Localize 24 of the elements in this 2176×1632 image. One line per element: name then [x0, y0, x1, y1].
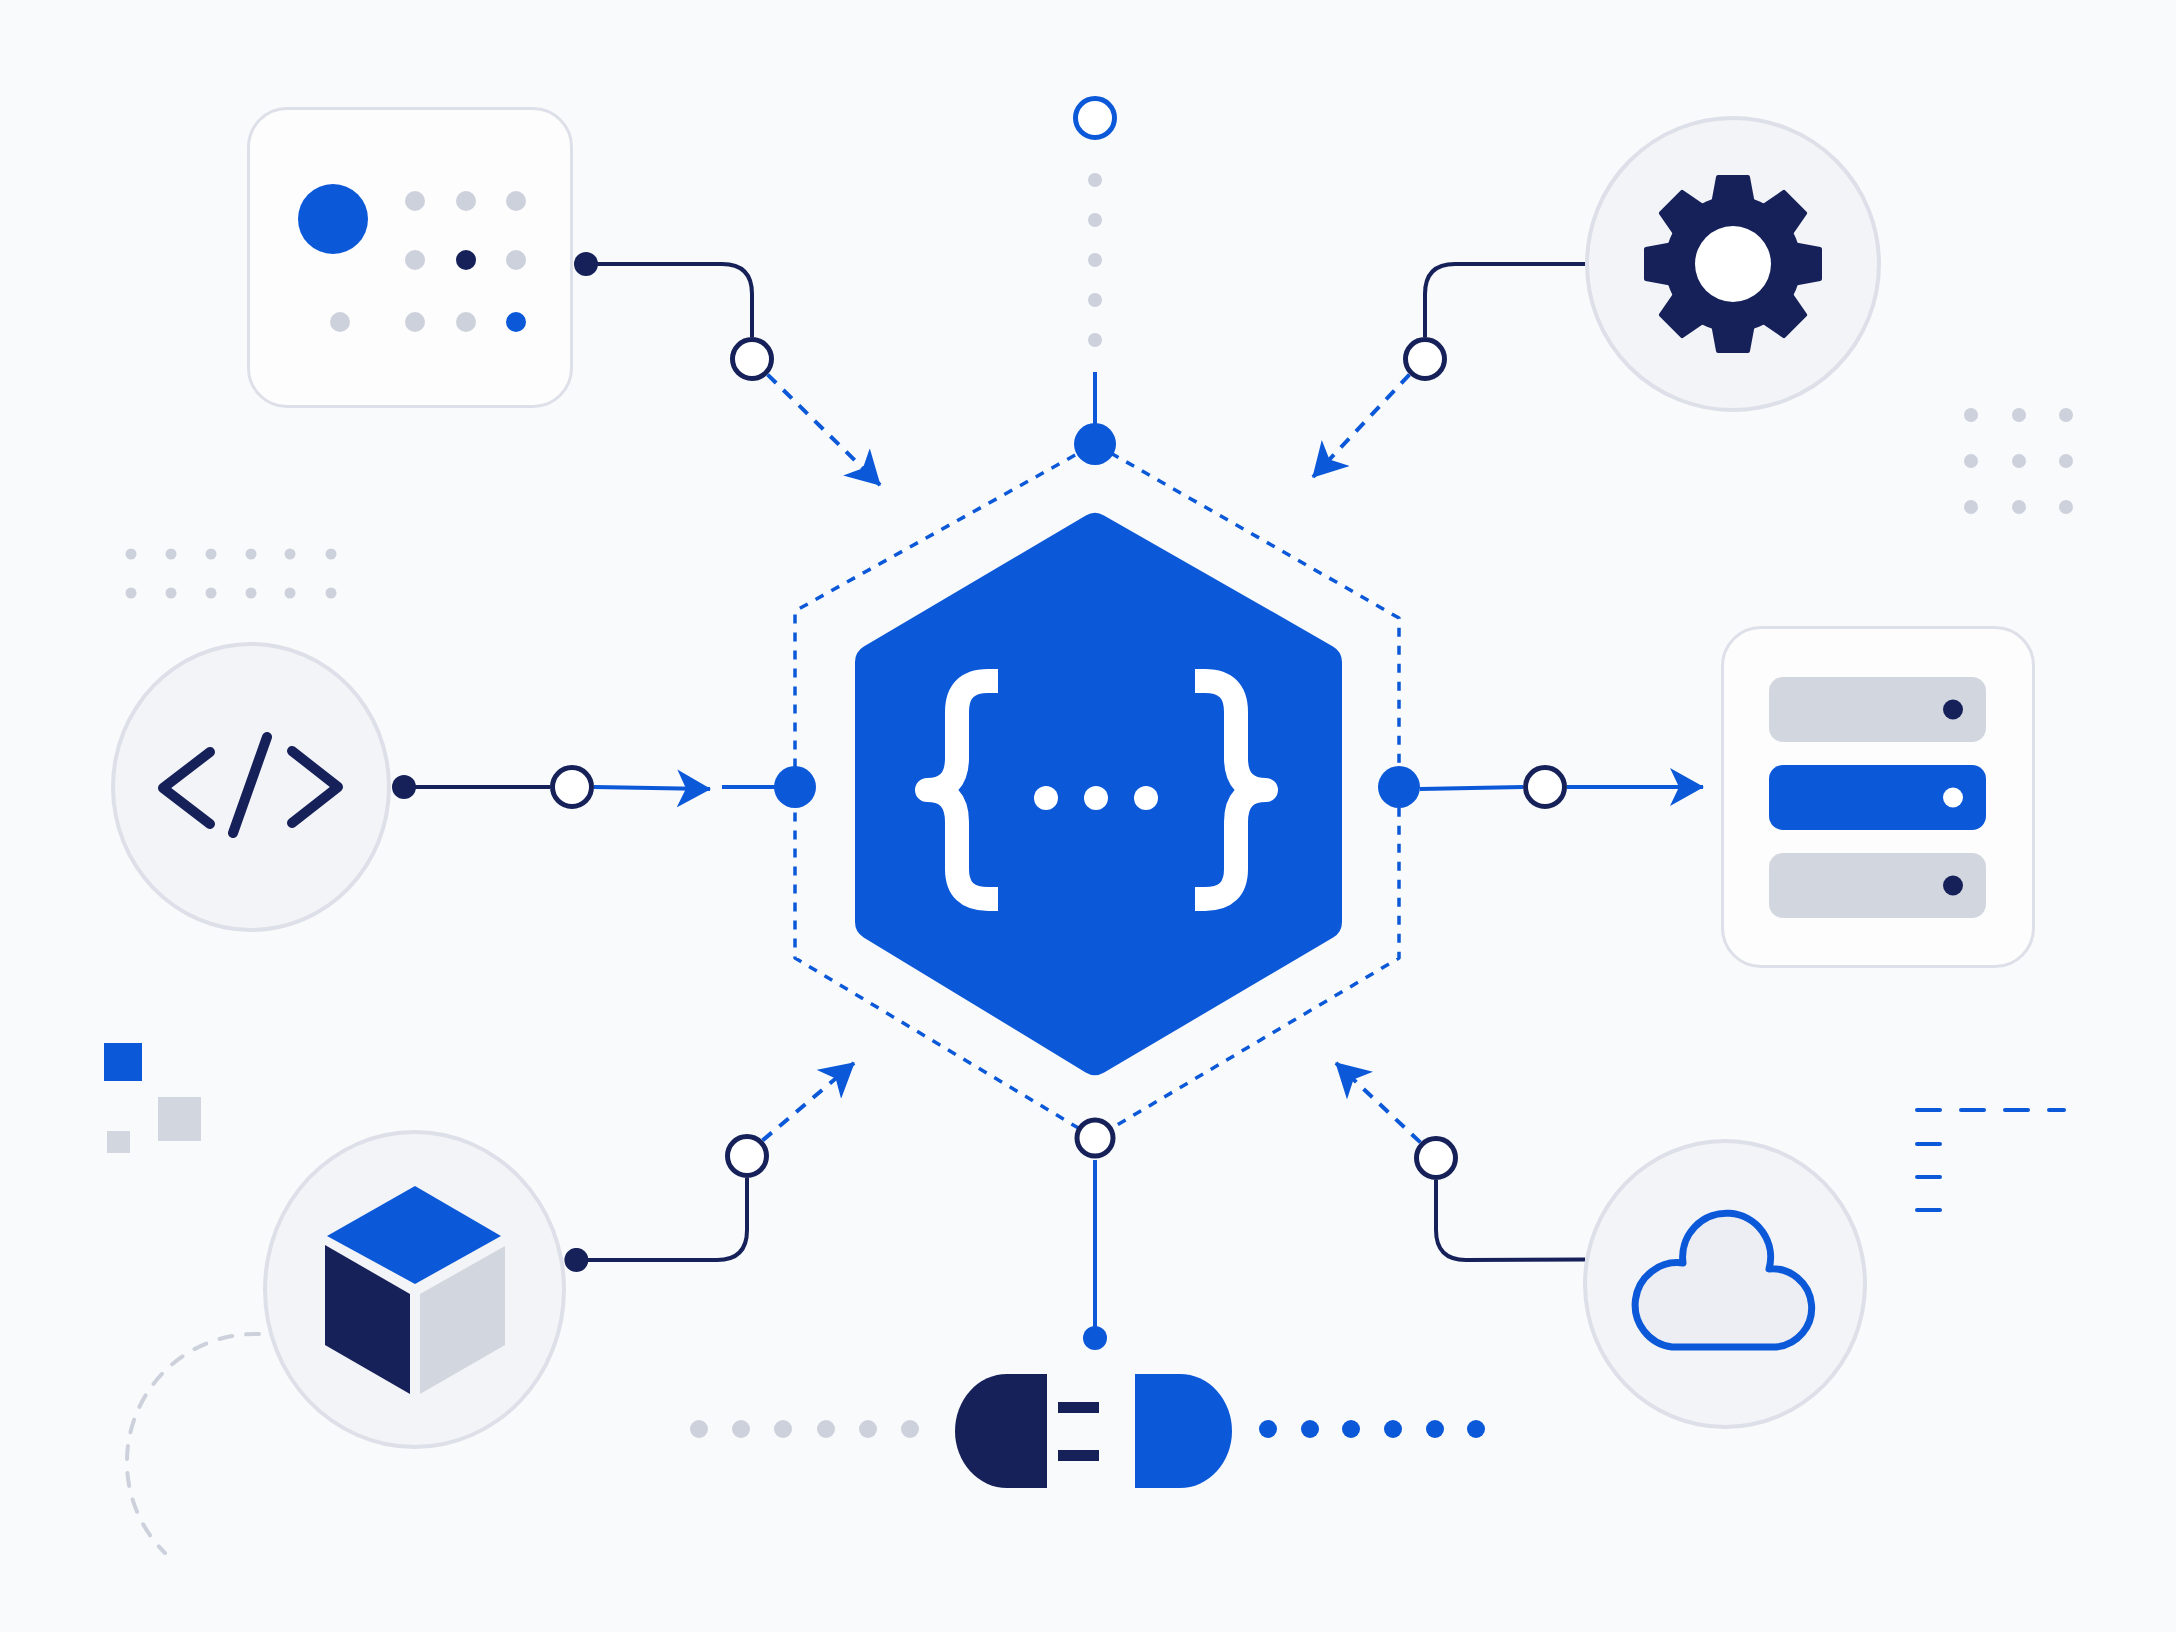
plug-icon — [955, 1374, 1232, 1488]
connector-line — [1083, 1160, 1107, 1350]
dashed-arrow — [1334, 1061, 1422, 1144]
dashed-arrow — [1311, 373, 1411, 479]
connector-ring — [725, 1134, 769, 1178]
connector-line — [1423, 262, 1585, 337]
connector-ring — [730, 337, 774, 381]
connector-ring — [1403, 337, 1447, 381]
dashed-arrow — [766, 373, 882, 487]
connector-ring — [1523, 765, 1567, 809]
connector-ring — [1414, 1136, 1458, 1180]
hexagon-hub — [722, 372, 1420, 1160]
connector-line — [574, 252, 754, 337]
arrow — [1567, 768, 1704, 806]
connector-ring — [1073, 96, 1117, 140]
arrow — [593, 769, 711, 808]
connector-line — [564, 1178, 749, 1272]
connector-line — [392, 775, 550, 799]
connector-line — [1434, 1180, 1585, 1262]
widget-card — [247, 107, 573, 408]
server-card — [1721, 626, 2035, 968]
dashed-arrow — [761, 1061, 856, 1142]
connector-line — [1419, 785, 1524, 791]
connector-ring — [550, 765, 594, 809]
